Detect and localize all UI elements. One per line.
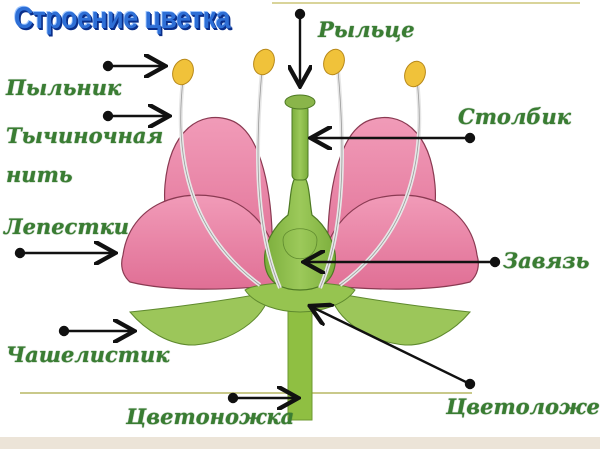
bottom-rule: [20, 392, 472, 394]
label-petals: Лепестки: [4, 214, 130, 239]
diagram-title: Строение цветка: [14, 0, 231, 35]
anthers: [172, 48, 426, 88]
label-style: Столбик: [458, 104, 571, 129]
top-rule: [272, 2, 580, 4]
pointer-arrows: [14, 8, 501, 402]
label-filament-line2: нить: [6, 162, 73, 187]
label-sepal: Чашелистик: [6, 342, 170, 367]
label-pedicel: Цветоножка: [126, 404, 295, 429]
label-stigma: Рыльце: [318, 17, 415, 42]
label-ovary: Завязь: [503, 248, 590, 273]
pedicel-stem: [287, 299, 313, 421]
label-filament-line1: Тычиночная: [6, 123, 164, 148]
label-receptacle: Цветоложе: [446, 394, 600, 419]
footer-band: [0, 437, 600, 449]
pistil: [263, 94, 337, 291]
label-anther: Пыльник: [6, 75, 122, 100]
